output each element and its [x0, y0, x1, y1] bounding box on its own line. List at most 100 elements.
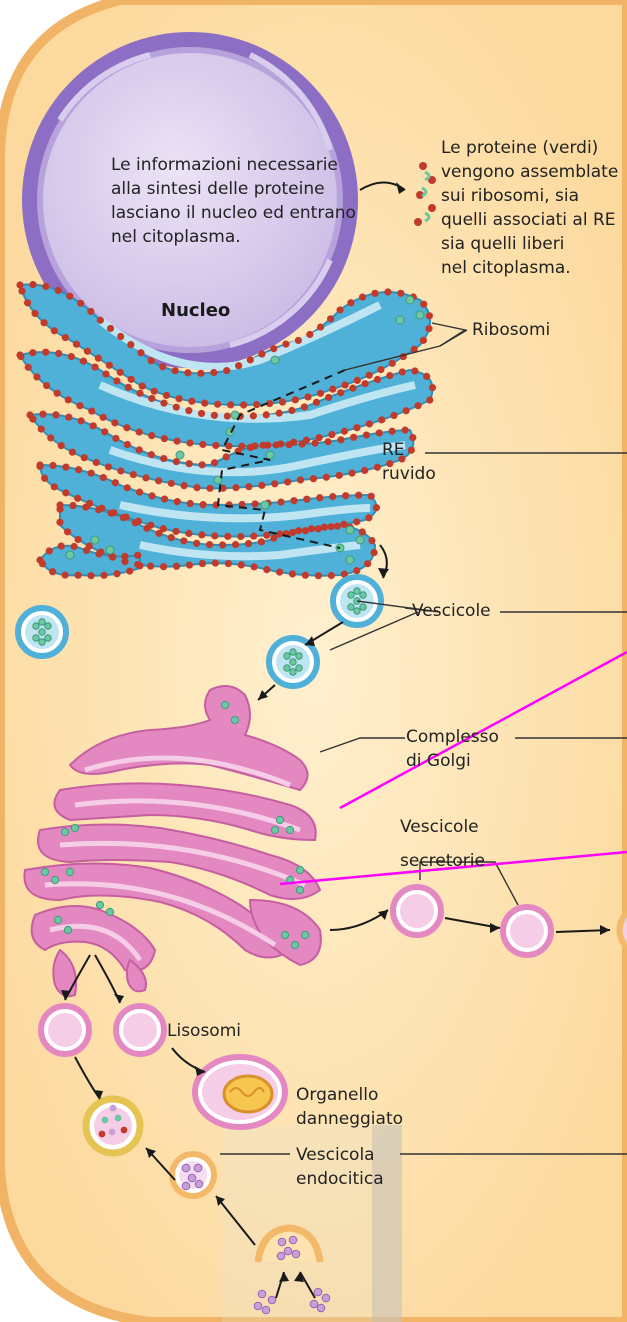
protein-dot [291, 941, 298, 948]
ribosome-dot [361, 467, 368, 474]
ribosome-dot [107, 325, 114, 332]
ribosome-dot [232, 484, 239, 491]
ribosome-dot [73, 341, 80, 348]
ribosome-dot [366, 372, 373, 379]
ribosome-dot [286, 441, 293, 448]
ribosome-dot [188, 398, 195, 405]
cargo-dot [292, 1250, 300, 1258]
ribosome-dot [105, 463, 112, 470]
lysosome-organelle [195, 1057, 285, 1127]
ribosome-dot [87, 308, 94, 315]
ribosome-dot [245, 483, 252, 490]
ribosome-dot [219, 541, 226, 548]
ribosome-dot [43, 382, 50, 389]
cargo-dot [195, 1180, 203, 1188]
ribosome-dot [301, 403, 308, 410]
protein-dot [281, 931, 288, 938]
ribosome-dot [101, 428, 108, 435]
vesicle [393, 887, 441, 935]
ribosome-dot [366, 420, 373, 427]
protein-dot [51, 876, 58, 883]
ribosome-dot [374, 464, 381, 471]
ribosome-dot [39, 411, 46, 418]
content-dot [102, 1117, 109, 1124]
ribosome-dot [148, 492, 155, 499]
ribosome-dot [148, 451, 155, 458]
ribosome-dot [271, 480, 278, 487]
protein-dot [346, 556, 354, 564]
cargo-dot [258, 1290, 266, 1298]
lysosome [41, 1006, 89, 1054]
ribosome-dot [51, 327, 58, 334]
protein-dot [416, 311, 424, 319]
protein-dot [66, 868, 73, 875]
cargo-dot [317, 1304, 325, 1312]
protein-dot [356, 536, 364, 544]
ribosome-dot [373, 504, 380, 511]
ribosome-dot [132, 519, 139, 526]
cargo-dot [314, 1288, 322, 1296]
ribosome-dot [124, 484, 131, 491]
ribosome-dot [337, 436, 344, 443]
protein-dot [290, 659, 296, 665]
ribosome-dot [315, 572, 322, 579]
ribosome-dot [368, 537, 375, 544]
protein-dot [296, 665, 302, 671]
ribosome-dot [136, 446, 143, 453]
protein-dot [96, 901, 103, 908]
ribosome-dot [251, 500, 258, 507]
ribosome-dot [198, 410, 205, 417]
ribosome-dot [75, 466, 82, 473]
ribosome-dot [317, 390, 324, 397]
ribosome-dot [97, 317, 104, 324]
ribosome-dot [376, 429, 383, 436]
ribosome-dot [148, 432, 155, 439]
ribosome-dot [409, 434, 416, 441]
protein-dot [286, 826, 293, 833]
protein-dot [284, 665, 290, 671]
protein-dot [33, 635, 39, 641]
ribosome-dot [136, 562, 143, 569]
protein-dot [176, 451, 184, 459]
ribosome-dot [143, 525, 150, 532]
ribosome-dot [389, 360, 396, 367]
ribosome-dot [324, 438, 331, 445]
lysosome [116, 1006, 164, 1054]
ribosome-dot [273, 441, 280, 448]
ribosome-dot [121, 553, 128, 560]
ribosome-dot [323, 474, 330, 481]
ribosome-dot [64, 528, 71, 535]
ribosome-dot [142, 474, 149, 481]
ribosome-dot [187, 500, 194, 507]
ribosome-dot [276, 410, 283, 417]
ribosome-dot [66, 293, 73, 300]
ribosome-dot [328, 572, 335, 579]
ribosome-dot [69, 502, 76, 509]
ribosome-dot [302, 572, 309, 579]
ribosome-dot [317, 323, 324, 330]
ribosome-dot [247, 356, 254, 363]
ribosome-dot [24, 299, 31, 306]
ribosome-dot [325, 394, 332, 401]
ribosome-dot [350, 434, 357, 441]
cargo-dot [188, 1174, 196, 1182]
ribosome-dot [290, 497, 297, 504]
ribosome-dot [429, 384, 436, 391]
ribosome-dot [161, 495, 168, 502]
cargo-dot [262, 1306, 270, 1314]
ribosome-dot [386, 372, 393, 379]
ribosome-dot [223, 453, 230, 460]
ribosome-dot [127, 341, 134, 348]
protein-dot [271, 356, 279, 364]
ribosome-dot [52, 411, 59, 418]
ribosome-dot [117, 369, 124, 376]
ribosome-dot [250, 412, 257, 419]
ribosome-dot [95, 550, 102, 557]
ribosome-dot [199, 560, 206, 567]
ribosome-dot [258, 538, 265, 545]
ribosome-dot [93, 459, 100, 466]
ribosome-dot [40, 319, 47, 326]
content-dot [115, 1115, 122, 1122]
ribosome-dot [349, 385, 356, 392]
